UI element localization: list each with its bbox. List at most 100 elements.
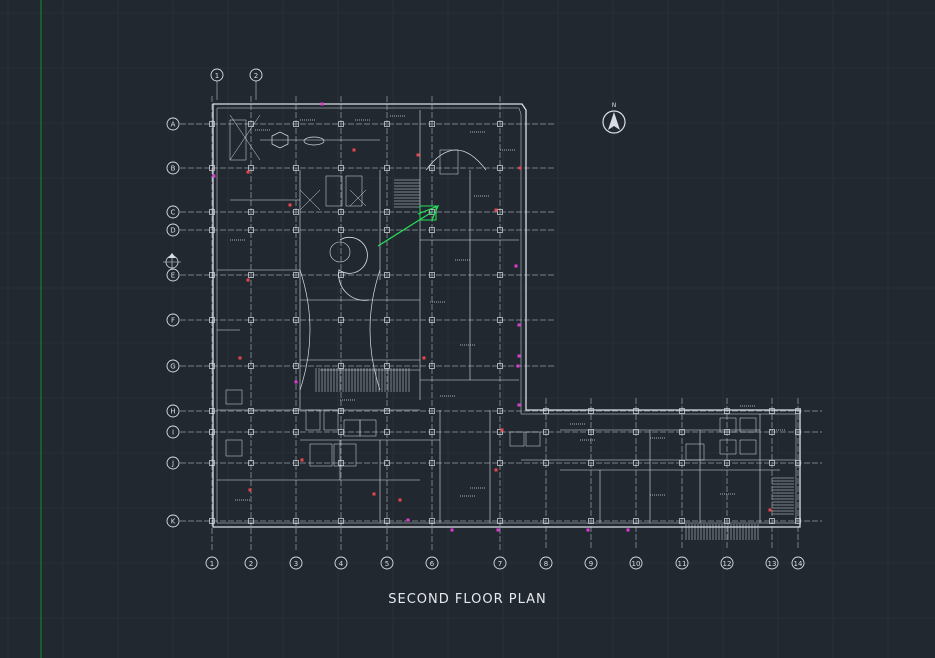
structural-column [543,518,549,524]
structural-column [248,165,254,171]
column-bubble-label: 2 [249,560,253,568]
structural-column [795,460,801,466]
structural-column [497,317,503,323]
structural-column [384,460,390,466]
column-bubble-13: 13 [765,556,779,570]
room-fixture [225,389,243,405]
fixture-marker [494,208,498,212]
fixture-marker [416,153,420,157]
room-fixture [739,439,757,455]
structural-column [209,209,215,215]
column-bubble-8: 8 [539,556,553,570]
structural-column [209,272,215,278]
column-bubble-top-1: 1 [210,68,224,100]
structural-column [384,429,390,435]
room-fixture [309,443,333,467]
structural-column [384,363,390,369]
structural-column [248,209,254,215]
structural-column [338,429,344,435]
structural-column [588,408,594,414]
column-bubble-label: 13 [768,560,777,568]
structural-column [248,272,254,278]
column-bubble-1: 1 [205,556,219,570]
row-bubble-label: E [171,272,175,280]
plan-title: SECOND FLOOR PLAN [388,592,547,607]
north-arrow-label: N [612,102,617,109]
fixture-marker [422,356,426,360]
interior-walls [217,110,796,523]
column-bubble-4: 4 [334,556,348,570]
structural-column [588,460,594,466]
structural-column [633,518,639,524]
fixture-marker [238,356,242,360]
electrical-marker [517,354,521,358]
row-bubble-I: I [166,425,180,439]
room-fixture [325,175,343,207]
structural-column [338,408,344,414]
column-bubble-label: 2 [254,72,258,80]
electrical-marker [514,264,518,268]
structural-column [429,317,435,323]
electrical-marker [406,518,410,522]
structural-column [497,408,503,414]
structural-column [293,272,299,278]
room-fixture [323,409,339,431]
structural-column [293,209,299,215]
structural-column [338,518,344,524]
fixture-marker [768,508,772,512]
structural-column [543,460,549,466]
room-fixture [343,419,361,437]
fixture-marker [248,488,252,492]
north-arrow: N [602,102,626,134]
structural-column [209,121,215,127]
column-bubble-2: 2 [244,556,258,570]
structural-column [338,121,344,127]
row-bubble-label: F [171,317,175,325]
column-bubble-label: 9 [589,560,593,568]
electrical-marker [516,364,520,368]
arched-wall [425,149,487,171]
column-bubble-label: 7 [498,560,502,568]
structural-column [209,165,215,171]
building-inner-outline [216,107,797,524]
row-bubble-label: A [171,121,176,129]
structural-column [293,518,299,524]
building-outline [212,103,801,528]
structural-column [679,408,685,414]
row-bubble-label: B [171,165,176,173]
row-bubble-label: H [170,408,175,416]
structural-column [795,518,801,524]
structural-column [209,518,215,524]
structural-column [384,317,390,323]
structural-column [429,363,435,369]
structural-column [769,518,775,524]
structural-column [497,272,503,278]
structural-column [497,460,503,466]
room-fixture [305,409,321,431]
row-bubble-E: E [166,268,180,282]
structural-column [384,518,390,524]
column-bubble-9: 9 [584,556,598,570]
structural-column [248,227,254,233]
spiral-stair [338,236,370,301]
structural-column [543,408,549,414]
structural-column [384,272,390,278]
column-bubble-5: 5 [380,556,394,570]
column-bubble-label: 1 [215,72,219,80]
row-bubble-F: F [166,313,180,327]
structural-column [338,460,344,466]
structural-column [429,165,435,171]
row-bubble-label: G [170,363,175,371]
structural-column [679,460,685,466]
room-fixture [345,175,363,207]
shaft-cross [229,114,261,161]
curved-wall [369,269,381,391]
structural-column [497,121,503,127]
column-bubble-label: 6 [430,560,435,568]
structural-column [209,317,215,323]
room-fixture [439,149,459,175]
structural-column [429,209,435,215]
structural-column [209,429,215,435]
